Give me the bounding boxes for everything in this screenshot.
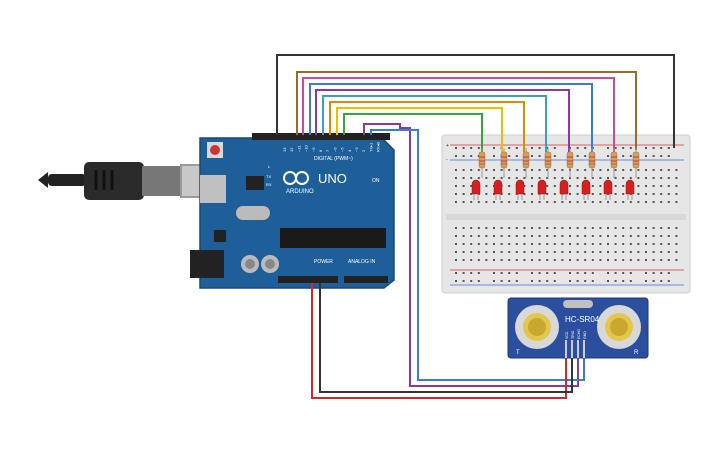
digital-pin-label: 12 bbox=[289, 147, 294, 152]
power-header bbox=[278, 276, 338, 283]
resistor bbox=[500, 151, 508, 169]
resistor bbox=[588, 151, 596, 169]
led bbox=[537, 179, 547, 195]
rail-minus-label: - bbox=[446, 157, 448, 163]
on-label: ON bbox=[372, 178, 380, 184]
wire-orange bbox=[329, 101, 525, 152]
sensor-pin-label: ECHO bbox=[577, 329, 581, 339]
led bbox=[515, 179, 525, 195]
sensor-pin-label: GND bbox=[583, 331, 587, 339]
digital-pin-label: ~5 bbox=[340, 147, 345, 152]
wire-red-vcc bbox=[311, 283, 567, 399]
digital-pin-label: 7 bbox=[325, 149, 330, 152]
digital-pin-label: ~9 bbox=[311, 147, 316, 152]
wire-green bbox=[343, 113, 483, 152]
digital-pin-label: 4 bbox=[347, 149, 352, 152]
transducer-left-icon bbox=[515, 305, 559, 349]
digital-pin-label: ~11 bbox=[296, 145, 301, 152]
led bbox=[493, 179, 503, 195]
digital-pin-label: ~6 bbox=[332, 147, 337, 152]
wire-brown bbox=[296, 71, 637, 150]
digital-pin-label: RX◂0 bbox=[376, 141, 381, 152]
arduino-model: UNO bbox=[318, 171, 347, 186]
wire-black-sensor-gnd bbox=[319, 283, 573, 393]
led bbox=[471, 179, 481, 195]
wire-pink bbox=[302, 77, 615, 152]
rx-label: RX bbox=[266, 182, 272, 187]
crystal-oscillator bbox=[563, 300, 593, 308]
arduino-board[interactable]: ARDUINO UNO DIGITAL (PWM~) POWER ANALOG … bbox=[190, 133, 395, 289]
wire-blue-trig bbox=[370, 129, 585, 381]
wires bbox=[276, 54, 675, 399]
arduino-brand: ARDUINO bbox=[286, 189, 314, 195]
analog-header bbox=[344, 276, 388, 283]
l-label: L bbox=[268, 164, 271, 169]
usb-port bbox=[200, 175, 226, 203]
analog-label: ANALOG IN bbox=[348, 259, 376, 265]
power-jack bbox=[190, 250, 224, 278]
breadboard-center-channel bbox=[446, 214, 686, 220]
arduino-logo-icon bbox=[283, 171, 309, 185]
led-array bbox=[471, 148, 640, 200]
wire-yellow bbox=[336, 107, 503, 152]
sensor-pin-label: TRIG bbox=[571, 330, 575, 339]
microcontroller-chip bbox=[280, 228, 386, 248]
resistor bbox=[566, 151, 574, 169]
resistor bbox=[478, 151, 486, 169]
resistor bbox=[522, 151, 530, 169]
wire-purple bbox=[315, 89, 570, 152]
digital-pin-label: 8 bbox=[318, 149, 323, 152]
led bbox=[603, 179, 613, 195]
rail-plus-label: + bbox=[446, 143, 449, 149]
resistor bbox=[610, 151, 618, 169]
wire-blue bbox=[309, 83, 593, 152]
wire-cyan bbox=[322, 95, 547, 152]
digital-pin-label: ~10 bbox=[304, 144, 309, 152]
digital-label: DIGITAL (PWM~) bbox=[314, 156, 353, 162]
usb-cable bbox=[38, 162, 220, 200]
wire-black-gnd bbox=[276, 54, 675, 148]
resistor bbox=[544, 151, 552, 169]
digital-header bbox=[252, 133, 390, 140]
sensor-pin-label: VCC bbox=[565, 331, 569, 339]
power-label: POWER bbox=[314, 259, 333, 265]
sensor-label: HC-SR04 bbox=[565, 315, 600, 324]
digital-pin-label: ~3 bbox=[354, 147, 359, 152]
resistor bbox=[632, 151, 640, 169]
sensor-right-mark: R bbox=[634, 350, 639, 356]
led bbox=[581, 179, 591, 195]
led bbox=[559, 179, 569, 195]
wire-purple-echo bbox=[363, 123, 579, 387]
digital-pin-label: TX▸1 bbox=[368, 142, 373, 152]
sensor-left-mark: T bbox=[516, 350, 520, 356]
digital-pin-label: 2 bbox=[361, 149, 366, 152]
transducer-right-icon bbox=[597, 305, 641, 349]
led bbox=[625, 179, 635, 195]
tx-label: TX bbox=[266, 174, 271, 179]
digital-pin-label: 13 bbox=[282, 147, 287, 152]
